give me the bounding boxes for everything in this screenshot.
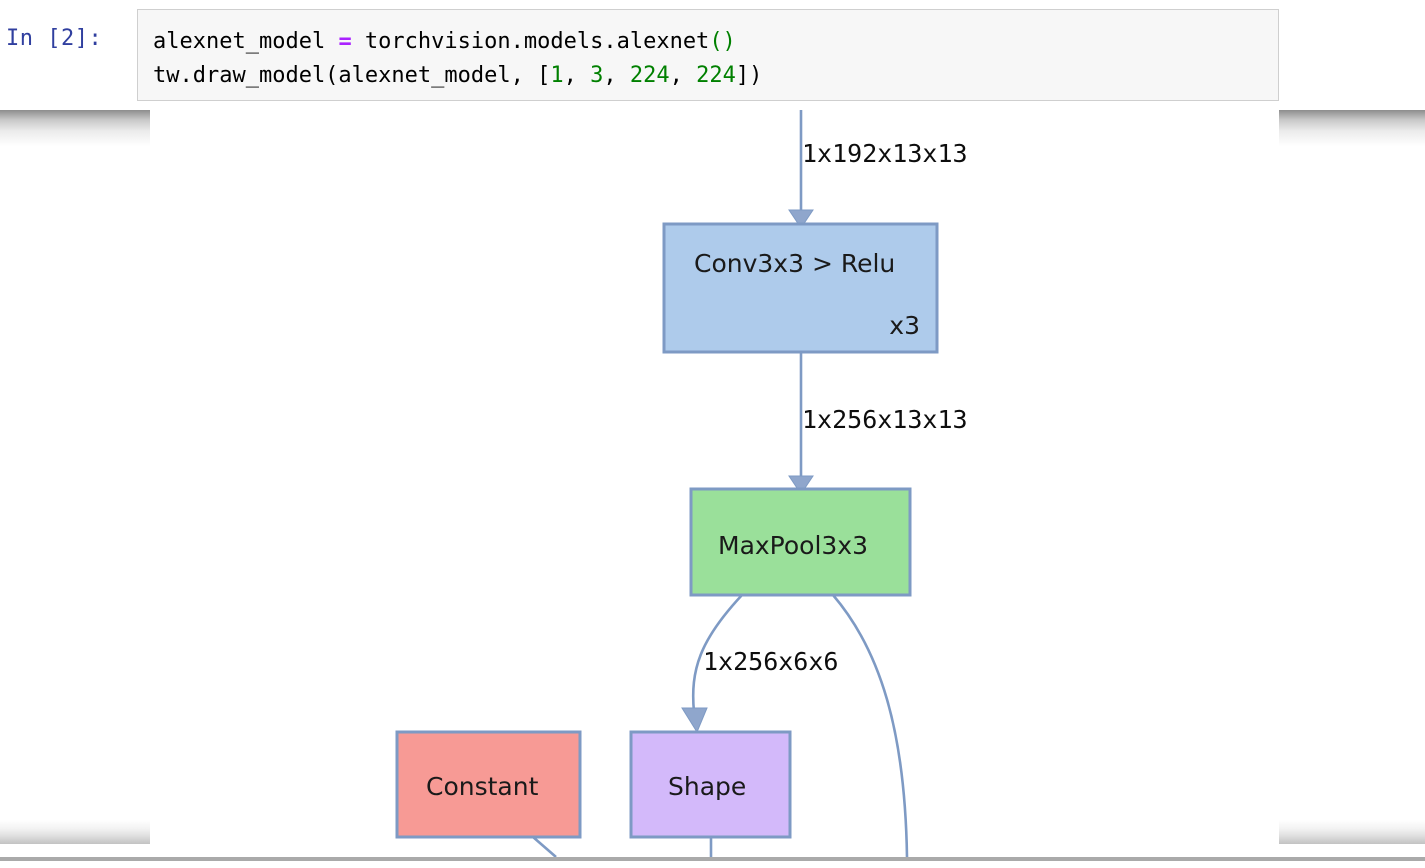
- code-token-num-3: 224: [629, 63, 670, 88]
- edge-in-to-conv-arrowhead: [788, 209, 814, 229]
- node-maxpool3x3-label: MaxPool3x3: [718, 531, 868, 560]
- node-shape-box[interactable]: [629, 730, 792, 839]
- cell-output-graph-viewport[interactable]: 1x192x13x13 Conv3x3 > Relu x3 1x256x13x1…: [150, 110, 1279, 857]
- viewport-shadow-bottom-left: [0, 820, 150, 844]
- edge-constant-out-path: [532, 836, 557, 857]
- node-constant-label: Constant: [426, 772, 539, 801]
- code-token-sep-1: ,: [563, 63, 591, 88]
- edge-conv-to-maxpool-label: 1x256x13x13: [802, 405, 968, 434]
- code-editor[interactable]: alexnet_model = torchvision.models.alexn…: [137, 9, 1279, 101]
- code-token-parens: (): [709, 29, 736, 54]
- code-token-num-4: 224: [696, 63, 736, 88]
- viewport-shadow-top-right: [1279, 110, 1425, 146]
- edge-constant-out: [532, 836, 557, 857]
- page-bottom-gap: [0, 861, 1425, 868]
- code-text[interactable]: alexnet_model = torchvision.models.alexn…: [153, 25, 762, 93]
- code-token-close: ]): [735, 63, 763, 88]
- input-prompt-label: In [2]:: [6, 26, 103, 51]
- model-graph: 1x192x13x13 Conv3x3 > Relu x3 1x256x13x1…: [395, 110, 968, 857]
- code-token-draw-call: tw.draw_model(alexnet_model, [: [153, 63, 551, 88]
- edge-maxpool-to-shape-path: [691, 594, 743, 713]
- code-token-call-path: torchvision.models.alexnet: [351, 29, 710, 54]
- code-token-assign-target: alexnet_model: [153, 29, 339, 54]
- node-conv3x3-relu-box[interactable]: [662, 222, 939, 354]
- code-token-num-2: 3: [590, 63, 604, 88]
- node-shape[interactable]: Shape: [629, 730, 792, 839]
- viewport-shadow-top-left: [0, 110, 150, 146]
- edge-maxpool-to-shape-label: 1x256x6x6: [703, 647, 838, 676]
- node-conv3x3-relu-sublabel: x3: [889, 311, 920, 340]
- edge-maxpool-right: [832, 594, 909, 857]
- edge-in-to-conv-label: 1x192x13x13: [802, 139, 968, 168]
- page-bottom-divider: [0, 857, 1425, 861]
- node-maxpool3x3[interactable]: MaxPool3x3: [689, 487, 912, 597]
- code-token-num-1: 1: [550, 63, 564, 88]
- edge-conv-to-maxpool-arrowhead: [788, 475, 814, 495]
- node-conv3x3-relu-label: Conv3x3 > Relu: [694, 249, 895, 278]
- node-shape-label: Shape: [668, 772, 746, 801]
- node-conv3x3-relu[interactable]: Conv3x3 > Relu x3: [662, 222, 939, 354]
- code-token-sep-2: ,: [603, 63, 630, 88]
- edge-maxpool-right-path: [832, 594, 909, 857]
- node-constant[interactable]: Constant: [395, 730, 582, 839]
- edge-conv-to-maxpool: 1x256x13x13: [788, 352, 968, 495]
- edge-maxpool-to-shape: 1x256x6x6: [681, 594, 838, 734]
- viewport-shadow-bottom-right: [1279, 820, 1425, 844]
- edge-in-to-conv: 1x192x13x13: [788, 110, 968, 229]
- node-constant-box[interactable]: [395, 730, 582, 839]
- node-maxpool3x3-box[interactable]: [689, 487, 912, 597]
- code-token-equals: =: [338, 29, 352, 54]
- code-token-sep-3: ,: [669, 63, 697, 88]
- notebook-input-cell: In [2]: alexnet_model = torchvision.mode…: [0, 0, 1425, 110]
- edge-maxpool-to-shape-arrowhead: [681, 707, 708, 734]
